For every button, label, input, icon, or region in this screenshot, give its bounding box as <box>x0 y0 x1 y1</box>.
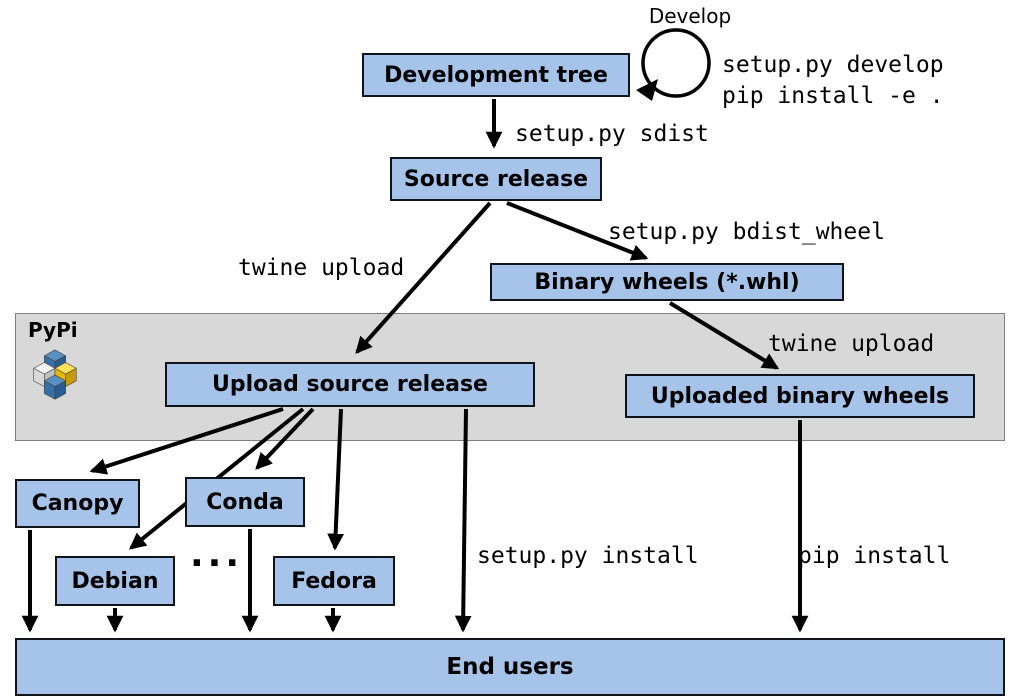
arrow-upload-to-endusers <box>454 408 472 633</box>
arrow-source-to-upload-source <box>355 201 492 354</box>
arrow-upload-to-canopy <box>89 407 284 475</box>
node-uploaded-binary-wheels: Uploaded binary wheels <box>625 374 975 418</box>
node-development-tree: Development tree <box>362 53 630 97</box>
arrow-source-to-binary-wheels <box>506 201 649 261</box>
node-conda: Conda <box>185 477 305 527</box>
node-debian: Debian <box>55 556 175 606</box>
arrow-upload-to-fedora <box>327 408 345 551</box>
edge-label-twine-upload-wheels: twine upload <box>768 331 935 357</box>
node-end-users: End users <box>15 638 1005 696</box>
pypi-band-title: PyPi <box>28 318 78 342</box>
arrow-develop-self-loop <box>641 28 711 98</box>
edge-label-setup-develop: setup.py develop <box>722 52 944 78</box>
node-source-release: Source release <box>390 157 602 201</box>
pypi-logo-icon <box>33 349 77 400</box>
arrow-upload-to-conda <box>255 407 315 470</box>
arrow-wheels-to-uploaded-wheels <box>668 301 780 370</box>
node-upload-source-release: Upload source release <box>165 362 535 407</box>
node-binary-wheels: Binary wheels (*.whl) <box>490 263 844 301</box>
ellipsis-more-distros: ... <box>190 534 244 575</box>
edge-label-setup-install: setup.py install <box>477 543 699 569</box>
edge-label-pip-install-e: pip install -e . <box>722 83 944 109</box>
edge-label-setup-sdist: setup.py sdist <box>515 121 709 147</box>
edge-label-pip-install: pip install <box>798 543 951 569</box>
node-fedora: Fedora <box>273 556 395 606</box>
arrow-develop-self-loop-head <box>636 79 658 101</box>
edge-label-develop: Develop <box>648 4 732 28</box>
edge-label-twine-upload-source: twine upload <box>238 255 405 281</box>
node-canopy: Canopy <box>15 479 140 528</box>
edge-label-setup-bdist-wheel: setup.py bdist_wheel <box>608 219 885 245</box>
